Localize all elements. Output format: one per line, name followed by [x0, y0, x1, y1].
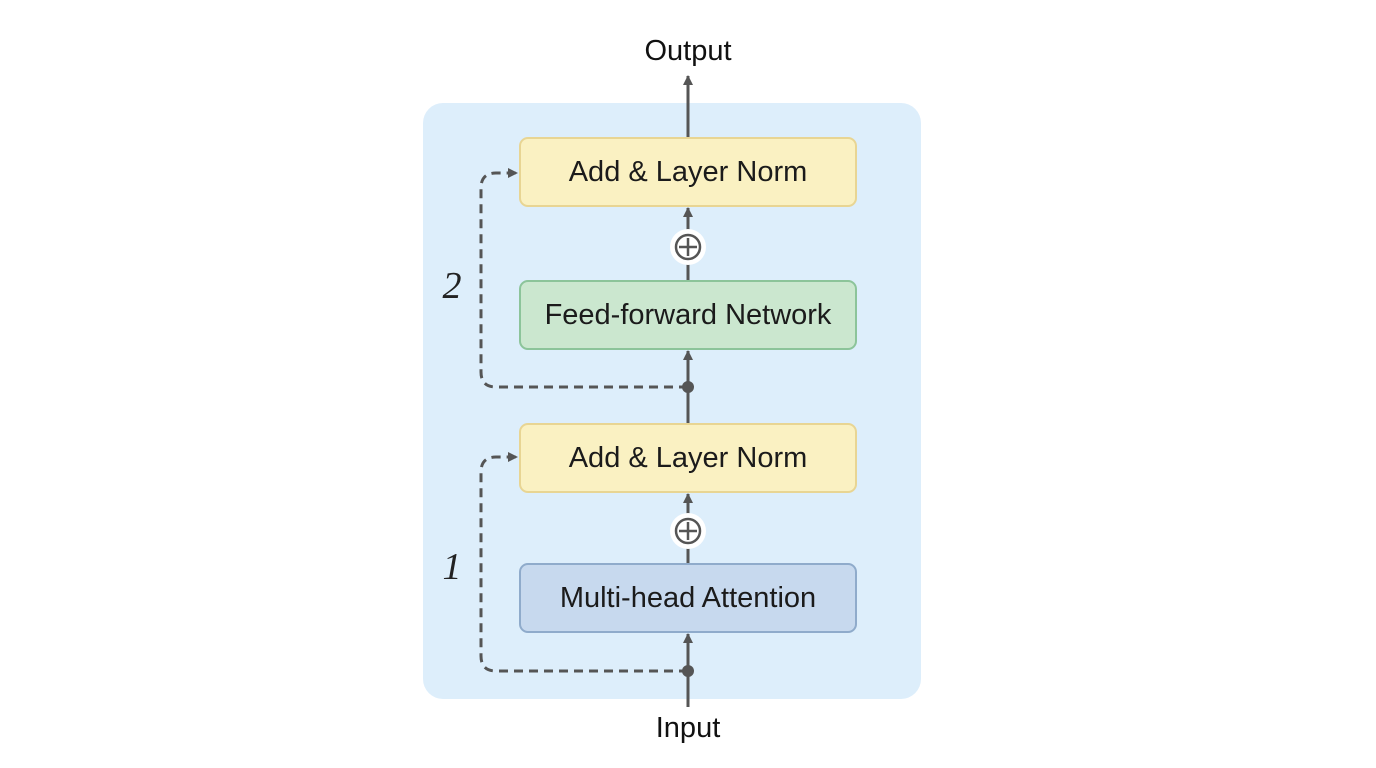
residual-connection-2 [479, 168, 688, 389]
add-symbol-top [670, 229, 706, 265]
feed-forward-network-block: Feed-forward Network [519, 280, 857, 350]
output-label: Output [644, 35, 732, 67]
residual-label-2: 2 [442, 265, 462, 307]
input-label: Input [655, 712, 721, 744]
add-layer-norm-bottom-block: Add & Layer Norm [519, 423, 857, 493]
residual-connection-1 [479, 452, 688, 673]
add-symbol-bottom [670, 513, 706, 549]
add-layer-norm-top-block: Add & Layer Norm [519, 137, 857, 207]
branch-dot-1 [682, 665, 694, 677]
branch-dot-2 [682, 381, 694, 393]
residual-label-1: 1 [442, 546, 462, 588]
multi-head-attention-block: Multi-head Attention [519, 563, 857, 633]
